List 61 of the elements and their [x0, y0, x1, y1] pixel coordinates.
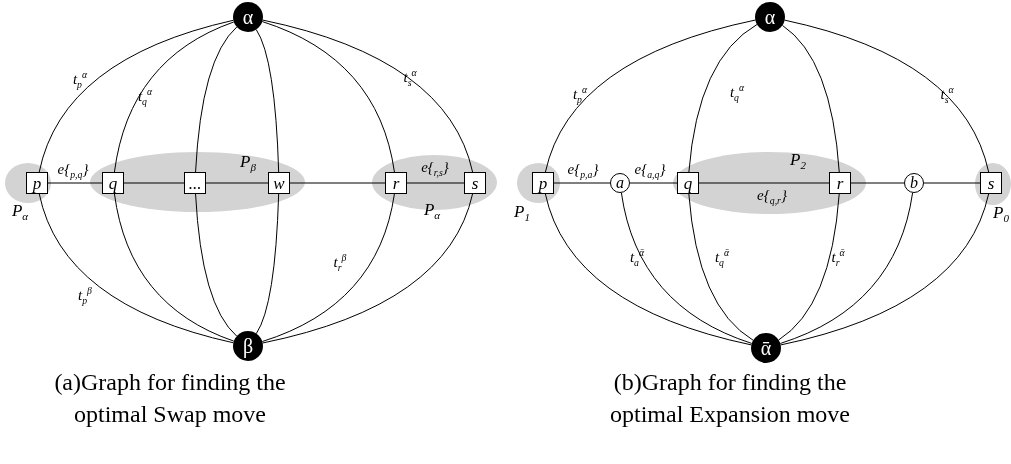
graph-edge	[784, 19, 990, 173]
terminal-node: β	[233, 331, 263, 361]
graph-edge	[113, 193, 235, 342]
pixel-node: s	[980, 172, 1002, 194]
graph-edge	[262, 193, 474, 344]
region-label: P$_{α}$	[11, 201, 29, 223]
terminal-node: ᾱ	[751, 333, 781, 363]
graph-edge	[688, 24, 758, 173]
figure-caption: (a)Graph for finding the optimal Swap move	[53, 368, 287, 429]
graph-edge	[195, 26, 238, 173]
region-label: P$_{2}$	[790, 150, 806, 172]
pixel-node: q	[677, 172, 699, 194]
graph-edge	[38, 19, 234, 173]
pixel-node: ...	[184, 172, 206, 194]
graph-edge	[698, 182, 830, 184]
pixel-node: r	[829, 172, 851, 194]
graph-edge	[261, 193, 395, 342]
graph-edge	[923, 182, 981, 184]
graph-edge	[195, 193, 238, 337]
graph-edge	[544, 193, 752, 346]
edge-label: e{$_{a,q}$}	[634, 162, 666, 180]
graph-edge	[289, 182, 386, 184]
graph-edge	[779, 192, 914, 344]
graph-edge	[780, 193, 990, 346]
pixel-node: p	[532, 172, 554, 194]
graph-edge	[38, 193, 234, 344]
graph-edge	[629, 182, 678, 184]
graph-edge	[262, 19, 474, 173]
region-label: P$_{1}$	[514, 202, 530, 224]
graph-edge	[261, 21, 395, 173]
graph-edge	[688, 193, 754, 341]
pixel-node: w	[268, 172, 290, 194]
graph-edge	[205, 182, 269, 184]
region-label: P$_{α}$	[423, 200, 441, 222]
pixel-node: q	[102, 172, 124, 194]
graph-edge	[778, 193, 840, 341]
graph-edge	[255, 193, 280, 335]
edge-label: e{$_{p,q}$}	[57, 162, 89, 180]
graph-edge	[113, 21, 235, 173]
graph-edge	[47, 182, 103, 184]
graph-edge	[406, 182, 465, 184]
graph-edge	[255, 29, 280, 173]
region-label: P$_{β}$	[240, 152, 256, 174]
edge-label: e{$_{p,a}$}	[567, 162, 599, 180]
pixel-node: r	[385, 172, 407, 194]
edge-label: e{$_{q,r}$}	[757, 188, 787, 206]
pixel-node: p	[26, 172, 48, 194]
graph-edge	[781, 24, 840, 173]
terminal-node: α	[755, 2, 785, 32]
graph-edge	[850, 182, 905, 184]
graph-edge	[123, 182, 185, 184]
pixel-node: s	[464, 172, 486, 194]
graph-edge	[553, 182, 611, 184]
region-label: P$_{0}$	[993, 203, 1009, 225]
figure-caption: (b)Graph for finding the optimal Expansion move	[609, 368, 851, 429]
edge-label: e{$_{r,s}$}	[421, 160, 449, 178]
terminal-node: α	[233, 2, 263, 32]
graph-edge	[620, 192, 753, 344]
graph-edge	[544, 19, 756, 173]
auxiliary-node: a	[610, 173, 630, 193]
auxiliary-node: b	[904, 173, 924, 193]
